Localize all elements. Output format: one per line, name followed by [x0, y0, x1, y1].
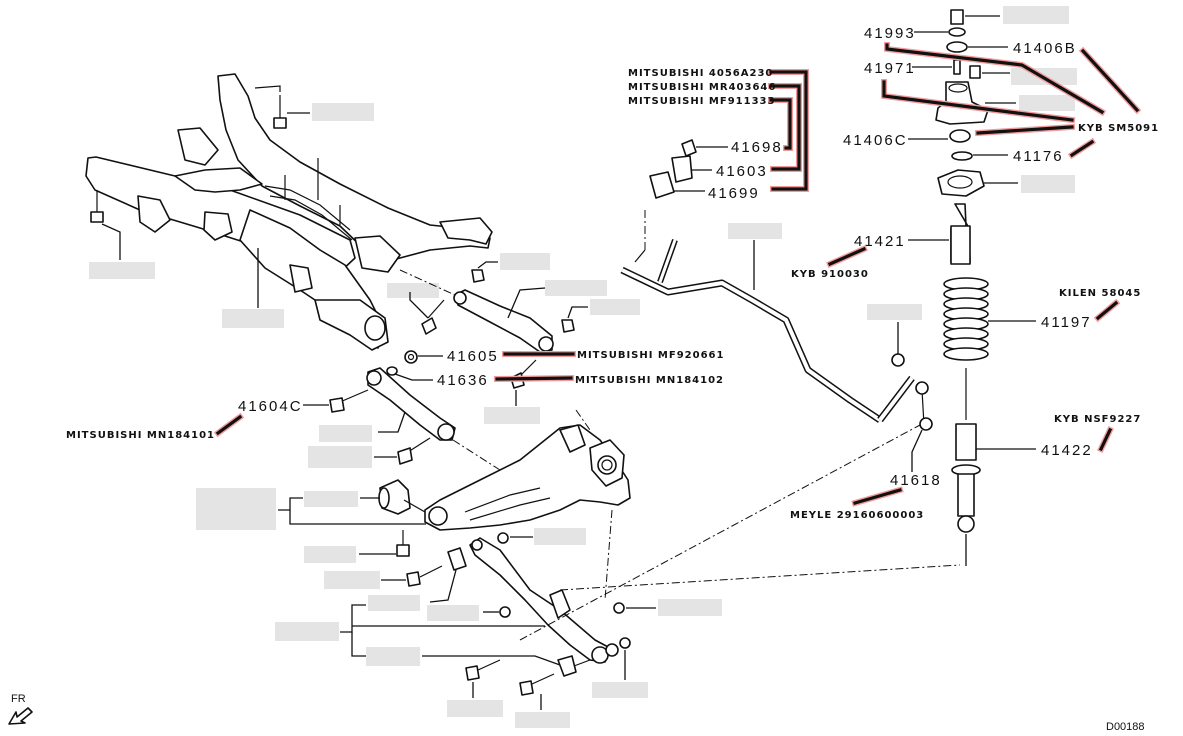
cross-reference-label: MITSUBISHI MR403646 [628, 82, 776, 93]
cross-reference-label: MITSUBISHI 4056A230 [628, 68, 773, 79]
part-number-labels: 41993 41406B 41971 41406C 41176 41421 41… [238, 25, 1093, 489]
redacted-label [222, 309, 284, 328]
redacted-label [1003, 6, 1069, 24]
subframe-bolts [90, 85, 310, 260]
cross-reference-leaders [213, 42, 1142, 507]
bolt-41604C [303, 389, 369, 413]
coil-spring [943, 277, 989, 361]
part-number: 41197 [1041, 314, 1092, 331]
part-number: 41406C [843, 132, 908, 149]
washer-41636 [386, 366, 433, 381]
redacted-label [308, 446, 372, 468]
part-number: 41421 [854, 233, 906, 250]
bolt-icon [374, 437, 431, 465]
cross-reference-labels: MITSUBISHI 4056A230 MITSUBISHI MR403646 … [66, 68, 1159, 521]
redacted-label [484, 407, 540, 424]
redacted-label [275, 622, 339, 641]
part-number: 41698 [731, 139, 783, 156]
bolt-icon [90, 190, 121, 260]
redacted-label [515, 712, 570, 728]
part-number: 41406B [1013, 40, 1077, 57]
part-number: 41176 [1013, 148, 1064, 165]
redacted-label [728, 223, 782, 239]
part-number: 41993 [864, 25, 916, 42]
redacted-label [500, 253, 550, 270]
trailing-link [366, 367, 501, 471]
cross-reference-label: MITSUBISHI MN184101 [66, 430, 215, 441]
redacted-label [427, 605, 479, 621]
part-number: 41604C [238, 398, 303, 415]
shock-absorber-assembly [908, 9, 1036, 566]
bolt-icon [381, 565, 443, 587]
redacted-label [545, 280, 607, 296]
redacted-labels [89, 6, 1077, 728]
redacted-label [366, 647, 420, 666]
redacted-label [1019, 95, 1075, 111]
part-number: 41618 [890, 472, 942, 489]
nut-41605 [404, 350, 443, 364]
redacted-label [1021, 175, 1075, 193]
front-direction-indicator: FR [8, 693, 33, 725]
cross-reference-label: KYB NSF9227 [1054, 414, 1141, 425]
redacted-label [447, 700, 503, 717]
redacted-label [534, 528, 586, 545]
redacted-label [590, 299, 640, 315]
trailing-arm-bushing [278, 479, 426, 525]
bolt-icon [359, 530, 410, 557]
redacted-label [304, 546, 356, 563]
redacted-label [196, 488, 276, 530]
redacted-label [592, 682, 648, 698]
redacted-label [387, 283, 439, 298]
front-arrow-icon [8, 707, 33, 725]
direction-label: FR [11, 693, 26, 705]
part-number: 41699 [708, 185, 760, 202]
stabilizer-bar [620, 210, 915, 423]
bolt-icon [409, 292, 445, 335]
cross-reference-label: KYB 910030 [791, 269, 869, 280]
rear-subframe [85, 73, 493, 351]
cross-reference-label: MITSUBISHI MF911333 [628, 96, 775, 107]
redacted-label [312, 103, 374, 121]
part-number: 41605 [447, 348, 499, 365]
cross-reference-label: KILEN 58045 [1059, 288, 1141, 299]
cross-reference-label: MEYLE 29160600003 [790, 510, 924, 521]
stabilizer-bushing-group [649, 139, 728, 199]
redacted-label [89, 262, 155, 279]
bolt-41636 [510, 359, 537, 406]
part-number: 41636 [437, 372, 489, 389]
bolt-icon [519, 673, 555, 710]
part-number: 41422 [1041, 442, 1093, 459]
redacted-label [304, 491, 358, 507]
bolt-icon [254, 85, 310, 129]
bolt-icon [465, 659, 501, 698]
redacted-label [324, 571, 380, 589]
diagram-code: D00188 [1106, 721, 1145, 733]
stabilizer-link [911, 381, 933, 472]
redacted-label [867, 304, 922, 320]
cross-reference-label: KYB SM5091 [1078, 123, 1159, 134]
cross-reference-label: MITSUBISHI MF920661 [577, 350, 724, 361]
part-number: 41971 [864, 60, 916, 77]
redacted-label [368, 595, 420, 611]
redacted-label [658, 599, 722, 616]
lower-control-arm [340, 424, 961, 680]
upper-control-arm [399, 261, 588, 353]
trailing-arm [424, 409, 631, 601]
cross-reference-label: MITSUBISHI MN184102 [575, 375, 724, 386]
part-number: 41603 [716, 163, 768, 180]
redacted-label [319, 425, 372, 442]
